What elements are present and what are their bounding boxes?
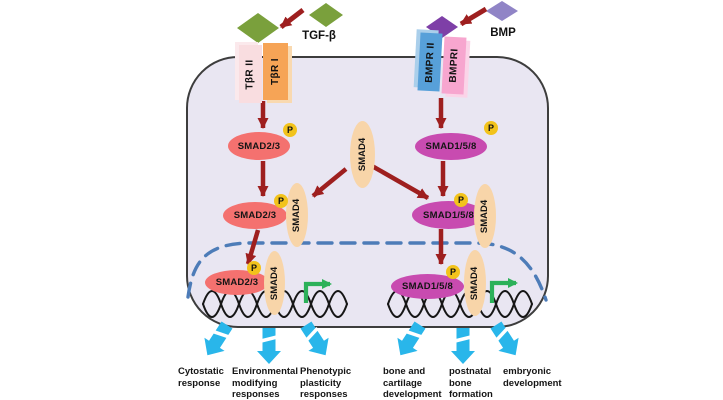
outcome-arrow-cytostatic [204, 321, 233, 356]
outcome-label: Environmental modifying responses [232, 366, 298, 400]
arrow-smad4-to-left-complex [311, 167, 348, 198]
outcome-label: postnatal bone formation [449, 366, 493, 400]
outcome-label: Cytostatic response [178, 366, 224, 389]
tgfb-ligand-diamond [309, 3, 343, 27]
outcome-label: Phenotypic plasticity responses [300, 366, 352, 400]
receptor-tbr1-label: TβR I [270, 58, 281, 85]
receptor-bmpr1: BMPRI [441, 36, 467, 95]
smad4-in-right-complex: SMAD4 [474, 184, 496, 248]
smad23-nuclear: SMAD2/3 [205, 270, 269, 295]
receptor-tbr2-label: TβR II [245, 58, 257, 90]
transcription-arrow-left [303, 279, 332, 303]
outcome-label: bone and cartilage development [383, 366, 442, 400]
arrow-left-complex-to-nucleus [245, 229, 261, 265]
smad4-nuclear-left: SMAD4 [264, 251, 285, 315]
outcome-arrow-phenotypic [300, 321, 329, 356]
arrow-bmp-to-receptor [459, 6, 488, 27]
outcome-arrow-bone-cartilage [397, 321, 426, 356]
receptor-bmpr1-label: BMPRI [447, 48, 461, 83]
phospho-badge: P [283, 123, 297, 137]
phospho-badge: P [454, 193, 468, 207]
bmp-ligand-label: BMP [490, 27, 516, 39]
arrow-tgfb-to-receptor [279, 8, 305, 29]
transcription-arrow-right [489, 278, 518, 303]
smad4-nuclear-right: SMAD4 [464, 250, 486, 316]
smad4-in-left-complex: SMAD4 [286, 183, 308, 247]
outcome-label: embryonic development [503, 366, 562, 389]
outcome-arrow-environmental [257, 328, 281, 364]
smad158-complex: SMAD1/5/8 [412, 201, 485, 229]
receptor-tbr1: TβR I [263, 43, 288, 100]
receptor-bmpr2-label: BMPR II [423, 41, 437, 83]
tgfb-ligand-label: TGF-β [302, 30, 336, 42]
phospho-badge: P [446, 265, 460, 279]
nuclear-membrane [186, 241, 548, 302]
outcome-arrow-postnatal [451, 328, 475, 364]
smad23-phosphorylated: SMAD2/3 [228, 132, 290, 160]
receptor-tbr2: TβR II [239, 45, 262, 103]
smad158-phosphorylated: SMAD1/5/8 [415, 133, 487, 160]
tgfb-receptor-diamond [237, 13, 279, 43]
phospho-badge: P [247, 261, 261, 275]
receptor-bmpr2: BMPR II [417, 32, 443, 92]
outcome-arrow-embryonic [490, 321, 519, 356]
smad23-complex: SMAD2/3 [223, 202, 287, 229]
smad4-free: SMAD4 [350, 121, 375, 188]
bmp-ligand-diamond [486, 1, 518, 21]
phospho-badge: P [274, 194, 288, 208]
arrow-smad4-to-right-complex [370, 164, 430, 200]
phospho-badge: P [484, 121, 498, 135]
